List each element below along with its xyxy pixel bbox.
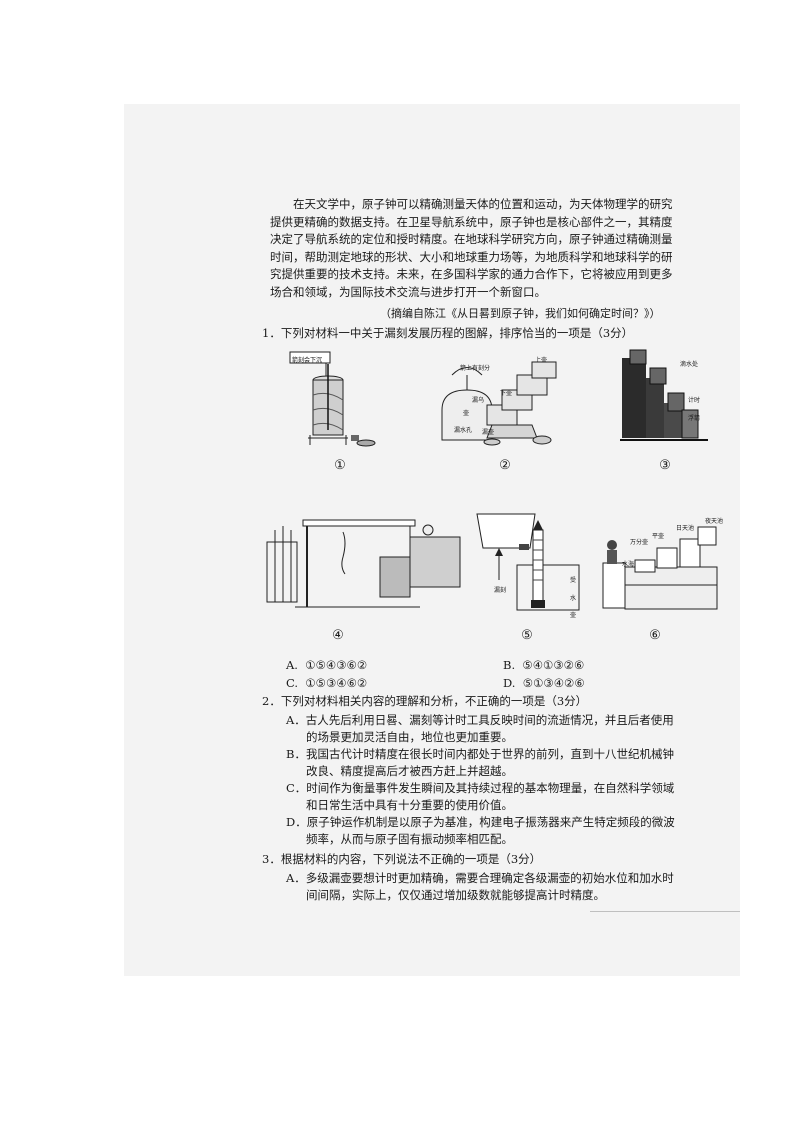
q2-option-c-line: C．时间作为衡量事件发生瞬间及其持续过程的基本物理量，在自然科学领域: [286, 781, 675, 795]
q2-option-b-line: B．我国古代计时精度在很长时间内都处于世界的前列，直到十八世纪机械钟: [286, 747, 674, 761]
figure-1-caption: ①: [334, 458, 346, 473]
q1-option-d: D. ⑤①③④②⑥: [503, 675, 585, 692]
q2-option-a-line: 的场景更加灵活自由，地位也更加重要。: [306, 730, 513, 744]
figure-2-label: 箭上有刻分: [460, 365, 491, 372]
figure-5-caption: ⑤: [521, 628, 533, 643]
figure-3-label: 计时浮箭: [688, 397, 701, 422]
figure-1-drawing: [289, 351, 376, 447]
q3-option-a-line: 间间隔，实际上，仅仅通过增加级数就能够提高计时精度。: [306, 888, 605, 902]
figure-3-label: 滴水处: [680, 361, 699, 368]
passage-source: （摘编自陈江《从日晷到原子钟，我们如何确定时间？》）: [380, 307, 661, 320]
figure-3-drawing: [620, 349, 708, 441]
figure-6-label: 平壶: [652, 533, 665, 540]
option-text: ⑤①③④②⑥: [522, 676, 585, 690]
option-key: A.: [286, 658, 298, 672]
q2-option-d-line: D．原子钟运作机制是以原子为基准，构建电子振荡器来产生特定频段的微波: [286, 815, 675, 829]
figure-5-drawing: [476, 513, 580, 611]
question-1-stem: 1．下列对材料一中关于漏刻发展历程的图解，排序恰当的一项是（3分）: [262, 326, 634, 340]
figure-6-label: 夜天池: [705, 518, 724, 525]
figure-4-drawing: [266, 519, 461, 608]
passage-line: 场合和领域，为国际技术交流与进步打开一个新窗口。: [270, 284, 546, 299]
option-text: ①⑤③④⑥②: [305, 676, 368, 690]
passage-line: 究提供重要的技术支持。未来，在多国科学家的通力合作下，它将被应用到更多: [270, 267, 673, 281]
q3-option-a-line: A．多级漏壶要想计时更加精确，需要合理确定各级漏壶的初始水位和加水时: [286, 871, 674, 885]
q2-option-b-line: 改良、精度提高后才被西方赶上并超越。: [306, 764, 513, 778]
figure-4-caption: ④: [332, 628, 344, 643]
figure-5-label: 漏刻: [494, 587, 507, 594]
figure-1-label: 箭刻会下沉: [292, 357, 323, 364]
q2-option-c-line: 和日常生活中具有十分重要的使用价值。: [306, 798, 513, 812]
passage-line: 提供更精确的数据支持。在卫星导航系统中，原子钟也是核心部件之一，其精度: [270, 214, 673, 229]
figure-2-label: 下壶: [500, 390, 513, 397]
figure-2-caption: ②: [499, 458, 511, 473]
passage-line: 在天文学中，原子钟可以精确测量天体的位置和运动，为天体物理学的研究: [293, 197, 673, 211]
figure-2-label: 壶: [463, 410, 470, 417]
figure-2-label: 上壶: [535, 357, 548, 364]
figure-6-caption: ⑥: [649, 628, 661, 643]
option-key: C.: [286, 676, 299, 690]
q2-option-a-line: A．古人先后利用日晷、漏刻等计时工具反映时间的流逝情况，并且后者使用: [286, 713, 674, 727]
option-text: ①⑤④③⑥②: [305, 658, 368, 672]
figure-6-drawing: [602, 526, 718, 610]
figure-2-drawing: [441, 361, 557, 446]
figure-2-label: 漏水孔: [454, 427, 473, 434]
figure-6-label: 万分壶: [630, 539, 649, 546]
q1-option-c: C. ①⑤③④⑥②: [286, 675, 367, 692]
figure-6-label: 水海: [622, 561, 635, 568]
figure-6-label: 日天池: [676, 525, 695, 532]
q2-option-d-line: 频率，从而与原子固有振动频率相匹配。: [306, 832, 513, 846]
option-key: B.: [503, 658, 516, 672]
option-key: D.: [503, 676, 516, 690]
figure-2-label: 漏乌: [472, 397, 485, 404]
question-3-stem: 3．根据材料的内容，下列说法不正确的一项是（3分）: [262, 852, 542, 866]
figure-5-label: 受水壶: [570, 577, 577, 619]
question-2-stem: 2．下列对材料相关内容的理解和分析，不正确的一项是（3分）: [262, 694, 588, 708]
q1-option-a: A. ①⑤④③⑥②: [286, 657, 367, 674]
figure-3-caption: ③: [659, 458, 671, 473]
page-divider: [590, 911, 740, 912]
passage-line: 时间，帮助测定地球的形状、大小和地球重力场等，为地质科学和地球科学的研: [270, 249, 673, 264]
q1-option-b: B. ⑤④①③②⑥: [503, 657, 584, 674]
passage-line: 决定了导航系统的定位和授时精度。在地球科学研究方向，原子钟通过精确测量: [270, 232, 673, 246]
option-text: ⑤④①③②⑥: [522, 658, 585, 672]
figure-2-label: 漏壶: [482, 429, 495, 436]
passage: 在天文学中，原子钟可以精确测量天体的位置和运动，为天体物理学的研究 提供更精确的…: [270, 196, 720, 301]
